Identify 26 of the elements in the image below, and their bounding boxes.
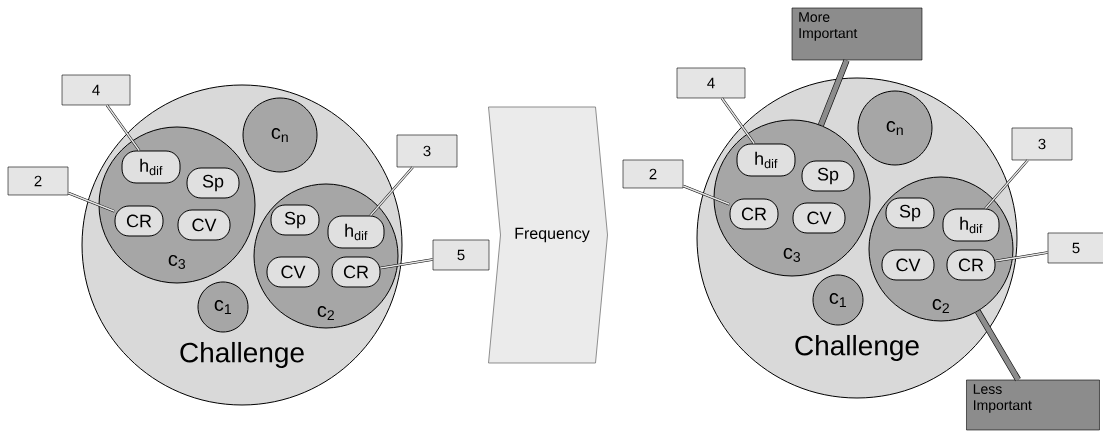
attribute-pill: CR: [114, 205, 164, 237]
attribute-pill: Sp: [186, 167, 240, 199]
callout-box: 2: [622, 159, 684, 189]
callout-box: 5: [1047, 232, 1103, 264]
attribute-pill: CR: [946, 249, 996, 281]
callout-box: More Important: [791, 7, 923, 61]
attribute-pill: Sp: [885, 197, 935, 229]
attribute-pill: h$_{dif}$: [121, 150, 181, 184]
callout-box: 2: [7, 166, 69, 196]
callout-box: Less Important: [966, 379, 1100, 431]
callout-box: 4: [676, 67, 746, 99]
attribute-pill: CV: [266, 256, 320, 288]
attribute-pill: Sp: [270, 204, 320, 236]
attribute-pill: CR: [729, 198, 779, 230]
attribute-pill: CV: [177, 209, 231, 241]
callout-box: 5: [432, 239, 490, 271]
attribute-pill: h$_{dif}$: [327, 215, 385, 249]
attribute-pill: CR: [331, 256, 381, 288]
callout-box: 4: [61, 74, 131, 106]
callout-box: 3: [396, 134, 458, 168]
attribute-pill: h$_{dif}$: [736, 143, 796, 177]
attribute-pill: CV: [881, 249, 935, 281]
attribute-pill: h$_{dif}$: [942, 208, 1000, 242]
attribute-pill: Sp: [801, 160, 855, 192]
callout-box: 3: [1011, 127, 1073, 161]
attribute-pill: CV: [792, 202, 846, 234]
